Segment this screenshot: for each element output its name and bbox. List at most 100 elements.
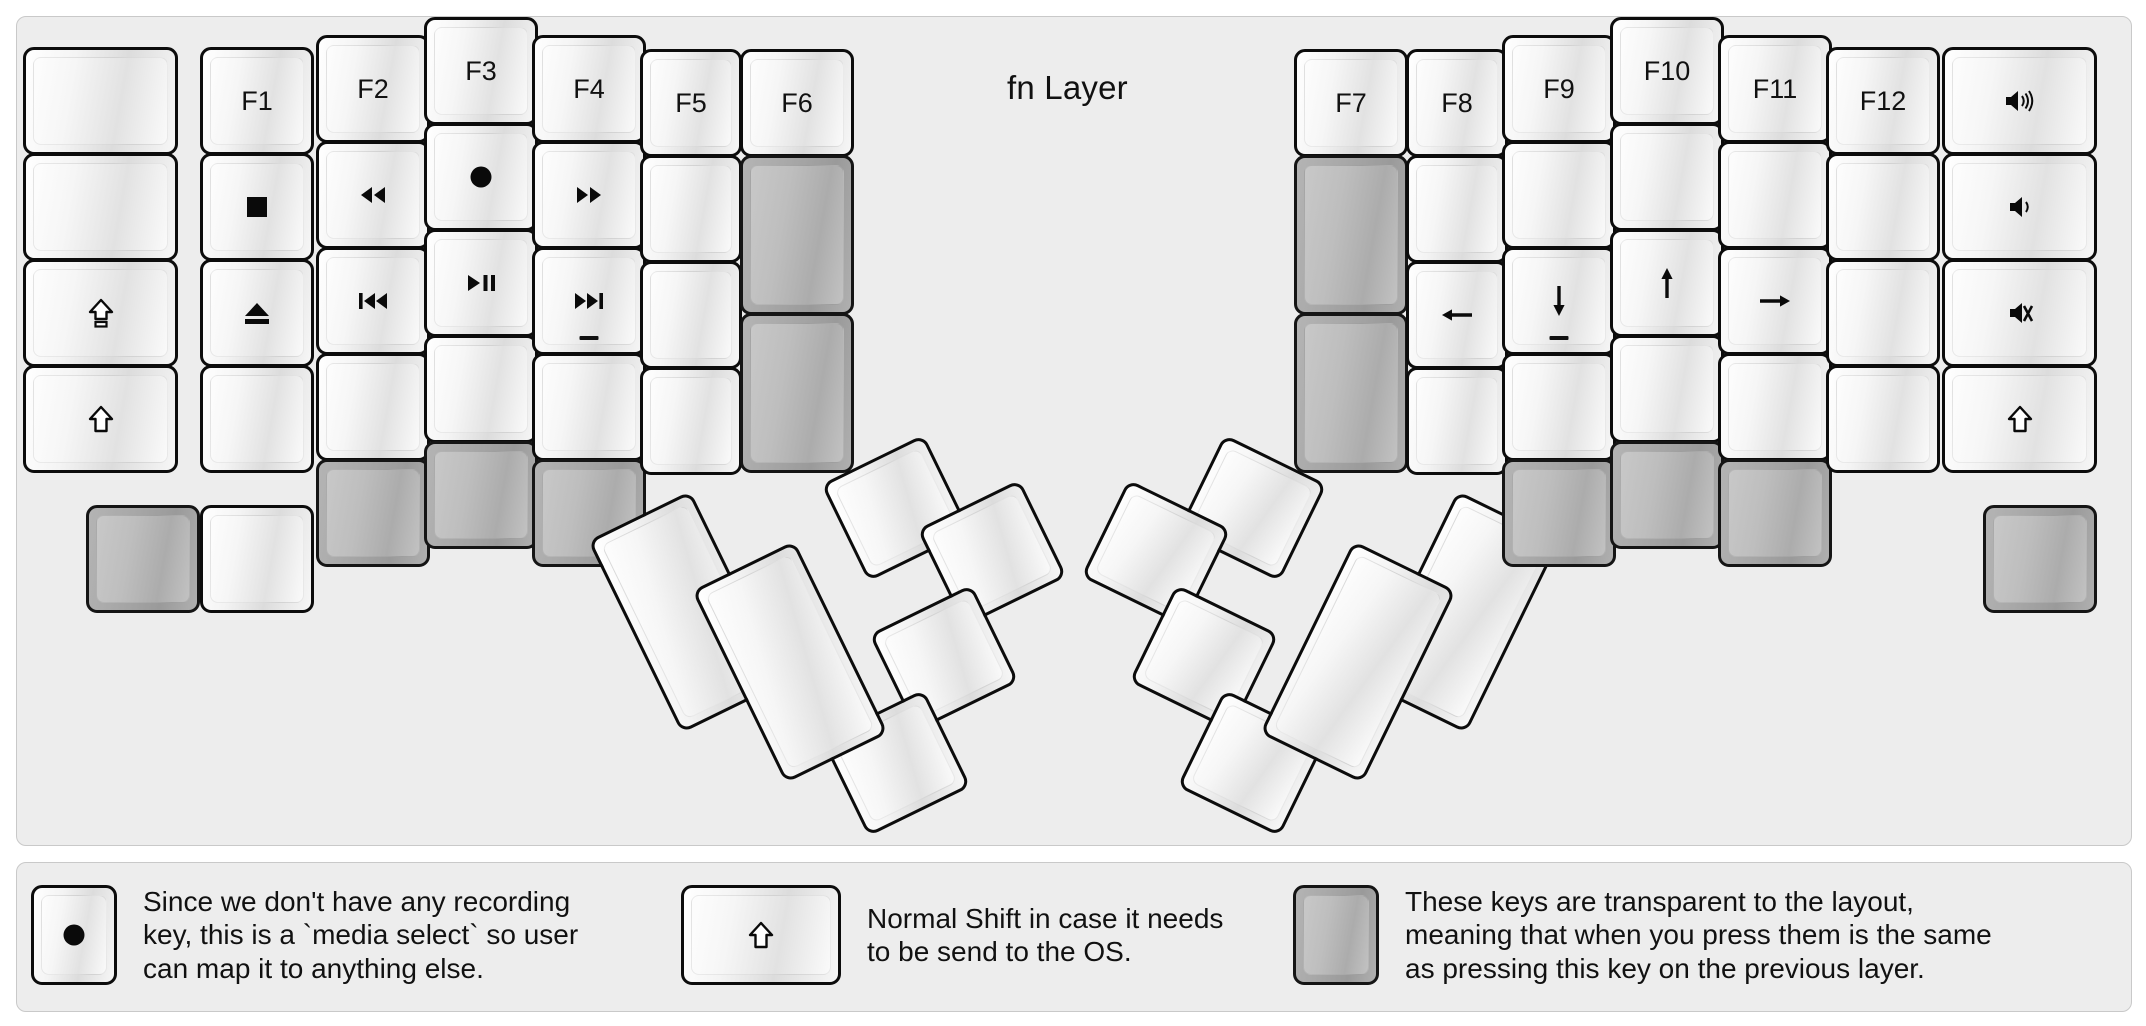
key-left-c3-r1[interactable] xyxy=(424,123,538,231)
key-left-c4-r4[interactable] xyxy=(532,459,646,567)
key-right-c1-r0[interactable]: F8 xyxy=(1406,49,1508,157)
key-left-c5-r1[interactable] xyxy=(640,155,742,263)
homing-bar xyxy=(579,336,599,340)
key-right-c6-r4[interactable] xyxy=(1983,505,2097,613)
keycap-face xyxy=(1952,57,2087,145)
key-right-c2-r0[interactable]: F9 xyxy=(1502,35,1616,143)
media-eject-icon xyxy=(243,300,271,326)
key-right-c2-r3[interactable] xyxy=(1502,353,1616,461)
key-right-c3-r1[interactable] xyxy=(1610,123,1724,231)
key-left-c2-r3[interactable] xyxy=(316,353,430,461)
keycap-face xyxy=(1952,269,2087,357)
key-right-c5-r1[interactable] xyxy=(1826,153,1940,261)
shift-arrow-icon xyxy=(748,921,774,949)
key-left-c0-r1[interactable] xyxy=(23,153,178,261)
keycap-face xyxy=(33,375,168,463)
key-left-c4-r1[interactable] xyxy=(532,141,646,249)
key-left-c2-r0[interactable]: F2 xyxy=(316,35,430,143)
key-right-c4-r3[interactable] xyxy=(1718,353,1832,461)
key-left-c1-r2[interactable] xyxy=(200,259,314,367)
key-left-c1-r1[interactable] xyxy=(200,153,314,261)
key-right-c4-r0[interactable]: F11 xyxy=(1718,35,1832,143)
keycap-face xyxy=(326,151,420,239)
key-right-c4-r4[interactable] xyxy=(1718,459,1832,567)
key-right-c0-r2[interactable] xyxy=(1294,313,1408,473)
arrow-down-icon xyxy=(1548,284,1570,318)
key-left-c3-r3[interactable] xyxy=(424,335,538,443)
key-left-c1-r3[interactable] xyxy=(200,365,314,473)
key-label: F1 xyxy=(241,85,273,116)
key-right-c3-r4[interactable] xyxy=(1610,441,1724,549)
key-left-c3-r2[interactable] xyxy=(424,229,538,337)
key-left-c2-r2[interactable] xyxy=(316,247,430,355)
key-right-c0-r1[interactable] xyxy=(1294,155,1408,315)
keycap-face xyxy=(542,363,636,451)
keycap-face xyxy=(1512,257,1606,345)
keycap-face xyxy=(1836,163,1930,251)
arrow-left-icon xyxy=(1440,304,1474,326)
key-left-c2-r4[interactable] xyxy=(316,459,430,567)
media-prev-track-icon xyxy=(357,290,389,312)
key-left-c1-r4[interactable] xyxy=(200,505,314,613)
key-label: F3 xyxy=(465,55,497,86)
key-right-c6-r2[interactable] xyxy=(1942,259,2097,367)
key-right-c3-r0[interactable]: F10 xyxy=(1610,17,1724,125)
keycap-face xyxy=(1952,163,2087,251)
key-left-c5-r3[interactable] xyxy=(640,367,742,475)
key-label: F8 xyxy=(1441,87,1473,118)
key-left-c1-r0[interactable]: F1 xyxy=(200,47,314,155)
arrow-right-icon xyxy=(1758,290,1792,312)
key-right-c3-r2[interactable] xyxy=(1610,229,1724,337)
key-right-c5-r0[interactable]: F12 xyxy=(1826,47,1940,155)
key-right-c6-r1[interactable] xyxy=(1942,153,2097,261)
keycap-face xyxy=(1512,469,1606,557)
key-left-c0-r2[interactable] xyxy=(23,259,178,367)
keycap-face: F2 xyxy=(326,45,420,133)
keycap-face xyxy=(210,269,304,357)
key-left-c4-r0[interactable]: F4 xyxy=(532,35,646,143)
keycap-face xyxy=(434,133,528,221)
key-left-c4-r3[interactable] xyxy=(532,353,646,461)
keycap-face xyxy=(650,271,732,359)
keycap-face xyxy=(434,345,528,433)
key-right-c6-r3[interactable] xyxy=(1942,365,2097,473)
key-left-c6-r1[interactable] xyxy=(740,155,854,315)
key-left-c4-r2[interactable] xyxy=(532,247,646,355)
key-right-c5-r2[interactable] xyxy=(1826,259,1940,367)
shift-arrow-icon xyxy=(88,405,114,433)
key-right-c5-r3[interactable] xyxy=(1826,365,1940,473)
key-left-c5-r2[interactable] xyxy=(640,261,742,369)
key-right-c2-r1[interactable] xyxy=(1502,141,1616,249)
key-right-c0-r0[interactable]: F7 xyxy=(1294,49,1408,157)
legend-key-shift xyxy=(681,885,841,985)
keycap-face xyxy=(326,469,420,557)
keycap-face: F9 xyxy=(1512,45,1606,133)
key-left-c6-r2[interactable] xyxy=(740,313,854,473)
key-right-c2-r2[interactable] xyxy=(1502,247,1616,355)
key-left-c2-r1[interactable] xyxy=(316,141,430,249)
keycap-face xyxy=(1728,363,1822,451)
key-left-c3-r4[interactable] xyxy=(424,441,538,549)
key-left-c3-r0[interactable]: F3 xyxy=(424,17,538,125)
volume-up-icon xyxy=(2003,88,2037,114)
key-right-c1-r3[interactable] xyxy=(1406,367,1508,475)
key-left-c6-r0[interactable]: F6 xyxy=(740,49,854,157)
key-left-c0-r0[interactable] xyxy=(23,47,178,155)
key-right-c6-r0[interactable] xyxy=(1942,47,2097,155)
key-right-c1-r2[interactable] xyxy=(1406,261,1508,369)
key-left-c0-r3[interactable] xyxy=(23,365,178,473)
key-right-c4-r1[interactable] xyxy=(1718,141,1832,249)
key-right-c3-r3[interactable] xyxy=(1610,335,1724,443)
key-label: F5 xyxy=(675,87,707,118)
key-right-c2-r4[interactable] xyxy=(1502,459,1616,567)
key-right-c4-r2[interactable] xyxy=(1718,247,1832,355)
keycap-face: F6 xyxy=(750,59,844,147)
shift-arrow-icon xyxy=(2007,405,2033,433)
legend-text: Since we don't have any recording key, t… xyxy=(143,886,579,984)
key-right-c1-r1[interactable] xyxy=(1406,155,1508,263)
key-left-c0-r4[interactable] xyxy=(86,505,200,613)
keycap-face xyxy=(1416,271,1498,359)
media-fast-forward-icon xyxy=(574,184,604,206)
key-left-c5-r0[interactable]: F5 xyxy=(640,49,742,157)
